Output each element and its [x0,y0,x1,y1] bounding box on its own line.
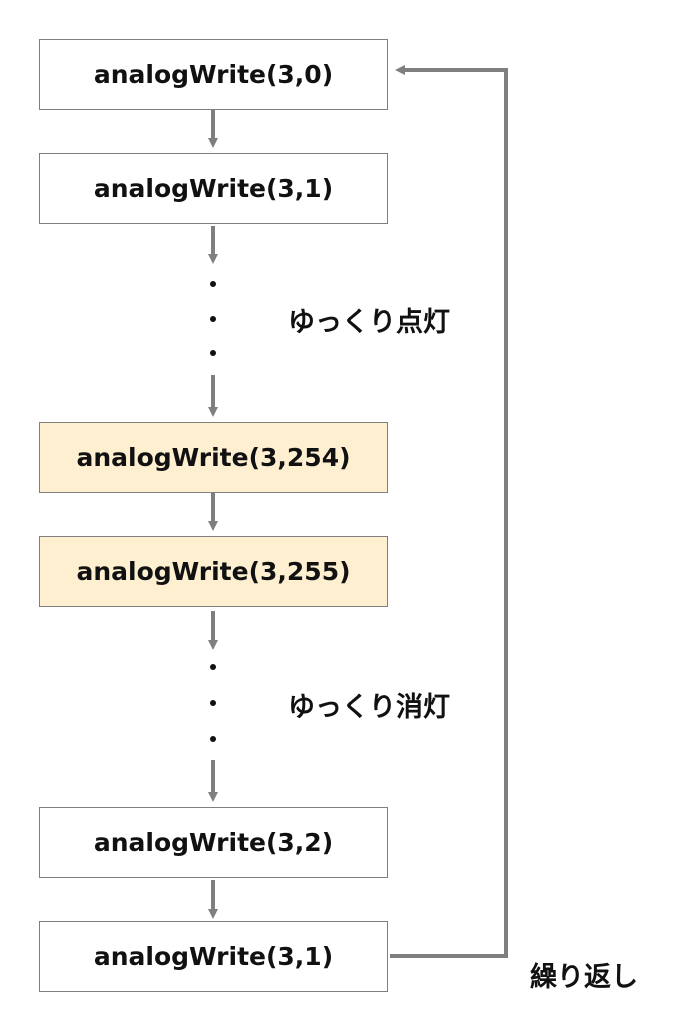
loop-back-arrow [390,65,508,958]
step-box-3: analogWrite(3,254) [39,422,388,493]
step-text: analogWrite(3,1) [93,942,334,971]
fadeout-ellipsis-dot-3 [210,736,216,742]
step-text: analogWrite(3,2) [93,828,334,857]
repeat-label: 繰り返し [530,962,638,993]
step-text: analogWrite(3,1) [93,174,334,203]
fadein-ellipsis-dot-1 [210,281,216,287]
step-box-6: analogWrite(3,1) [39,921,388,992]
fadeout-ellipsis-dot-1 [210,664,216,670]
step-text: analogWrite(3,255) [76,557,351,586]
step-box-1: analogWrite(3,0) [39,39,388,110]
fadeout-ellipsis-dot-2 [210,700,216,706]
fadein-ellipsis-dot-2 [210,316,216,322]
step-text: analogWrite(3,254) [76,443,351,472]
step-box-5: analogWrite(3,2) [39,807,388,878]
fade-out-label: ゆっくり消灯 [288,692,450,723]
step-text: analogWrite(3,0) [93,60,334,89]
fade-in-label: ゆっくり点灯 [288,307,450,338]
fadein-ellipsis-dot-3 [210,350,216,356]
step-box-2: analogWrite(3,1) [39,153,388,224]
step-box-4: analogWrite(3,255) [39,536,388,607]
